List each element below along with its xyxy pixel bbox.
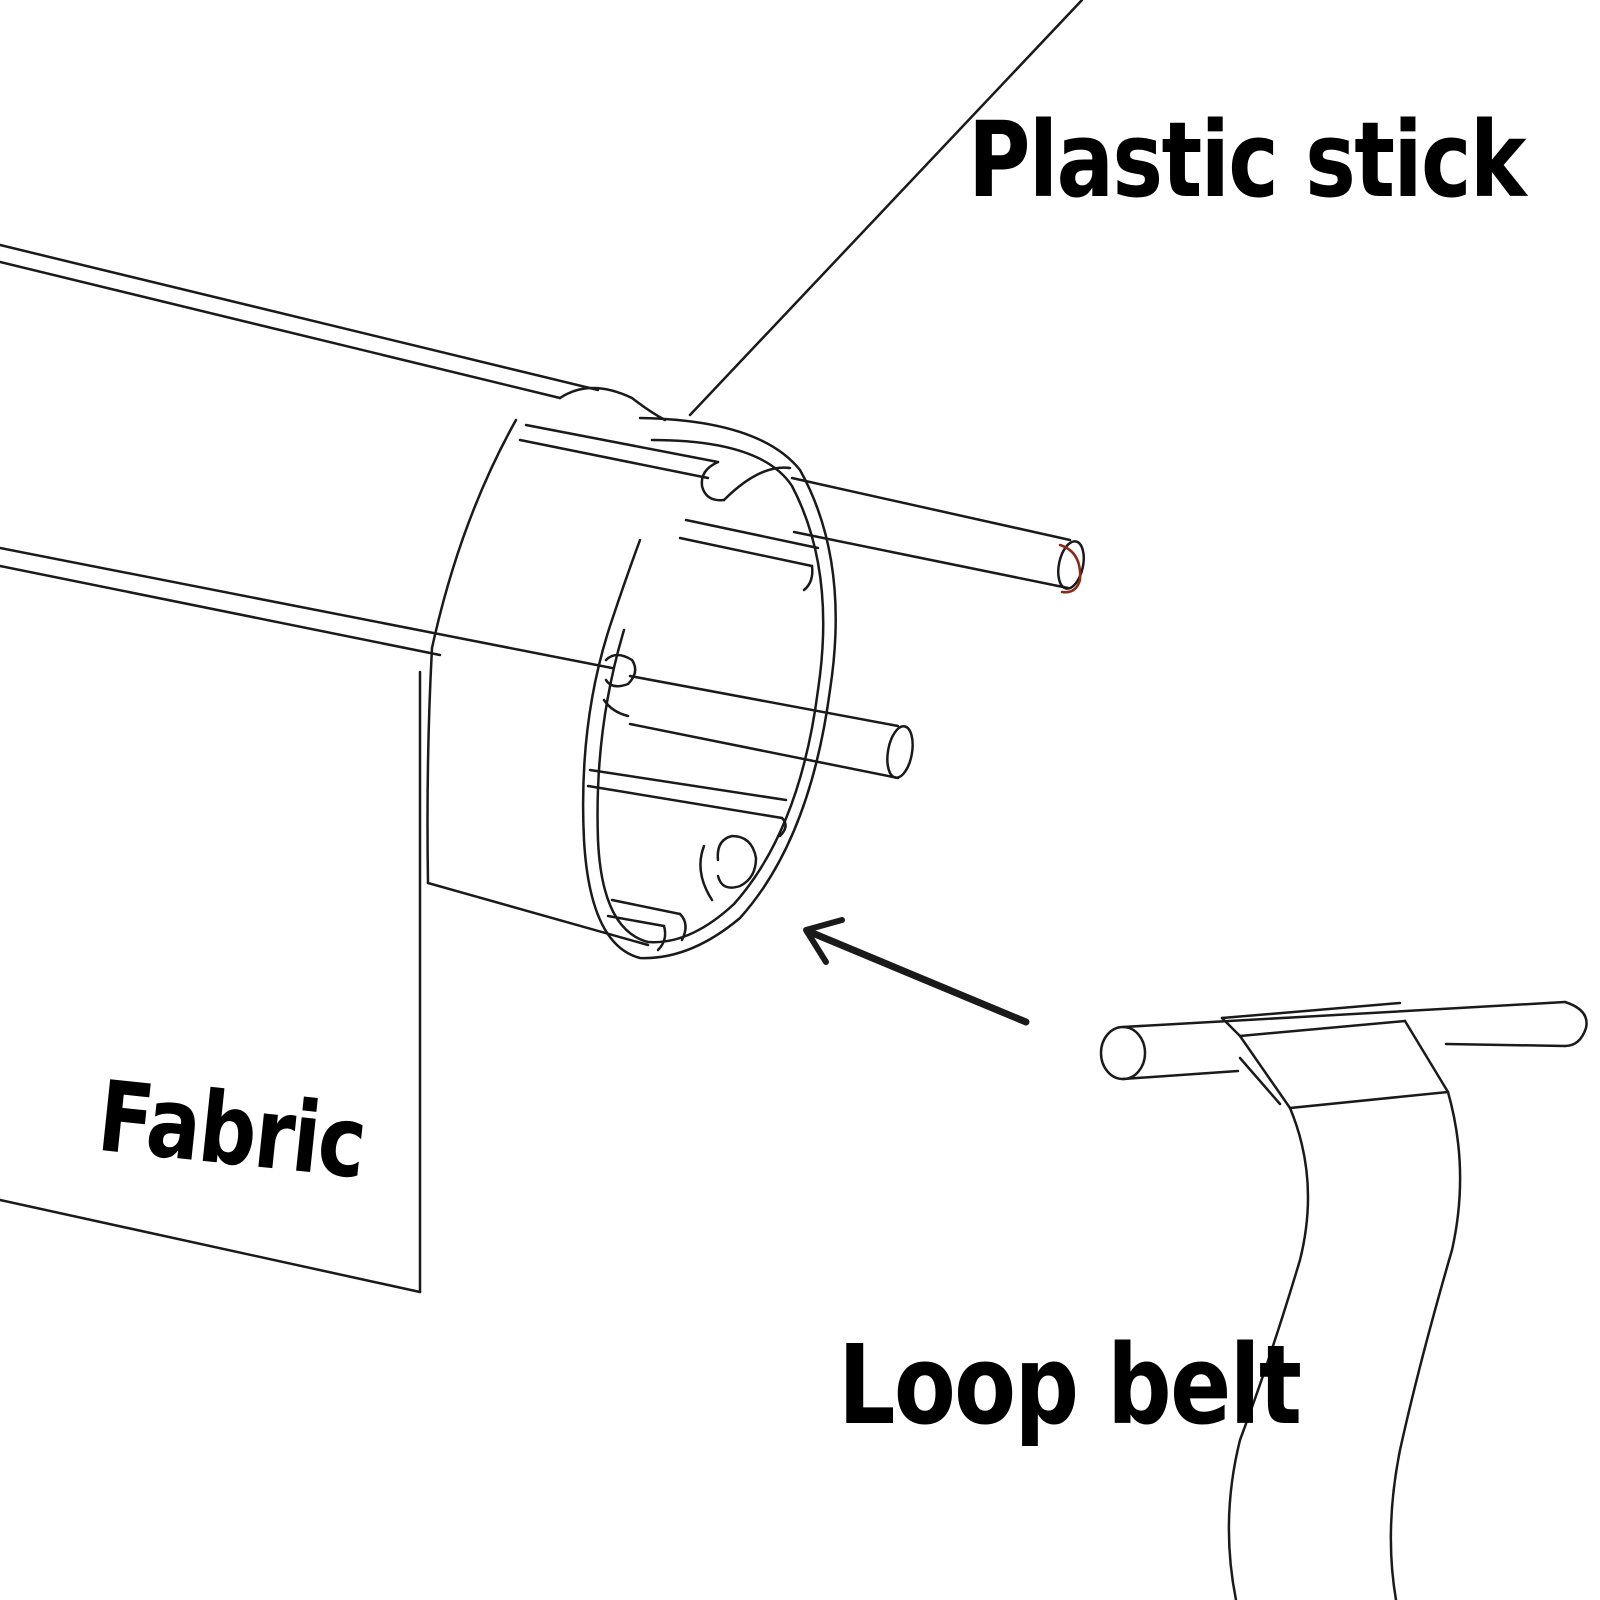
loop-belt-label: Loop belt	[838, 1321, 1302, 1449]
leader-line	[688, 0, 1084, 417]
roller-tube	[0, 243, 667, 947]
middle-plastic-stick	[628, 674, 914, 780]
insertion-arrow	[803, 917, 1030, 1026]
loop-belt-assembly	[1099, 1000, 1588, 1600]
fabric-label: Fabric	[92, 1060, 371, 1202]
plastic-stick-label: Plastic stick	[968, 99, 1527, 221]
upper-plastic-stick	[790, 476, 1086, 594]
tube-end-opening	[518, 416, 837, 960]
fabric-panel	[0, 670, 422, 1294]
